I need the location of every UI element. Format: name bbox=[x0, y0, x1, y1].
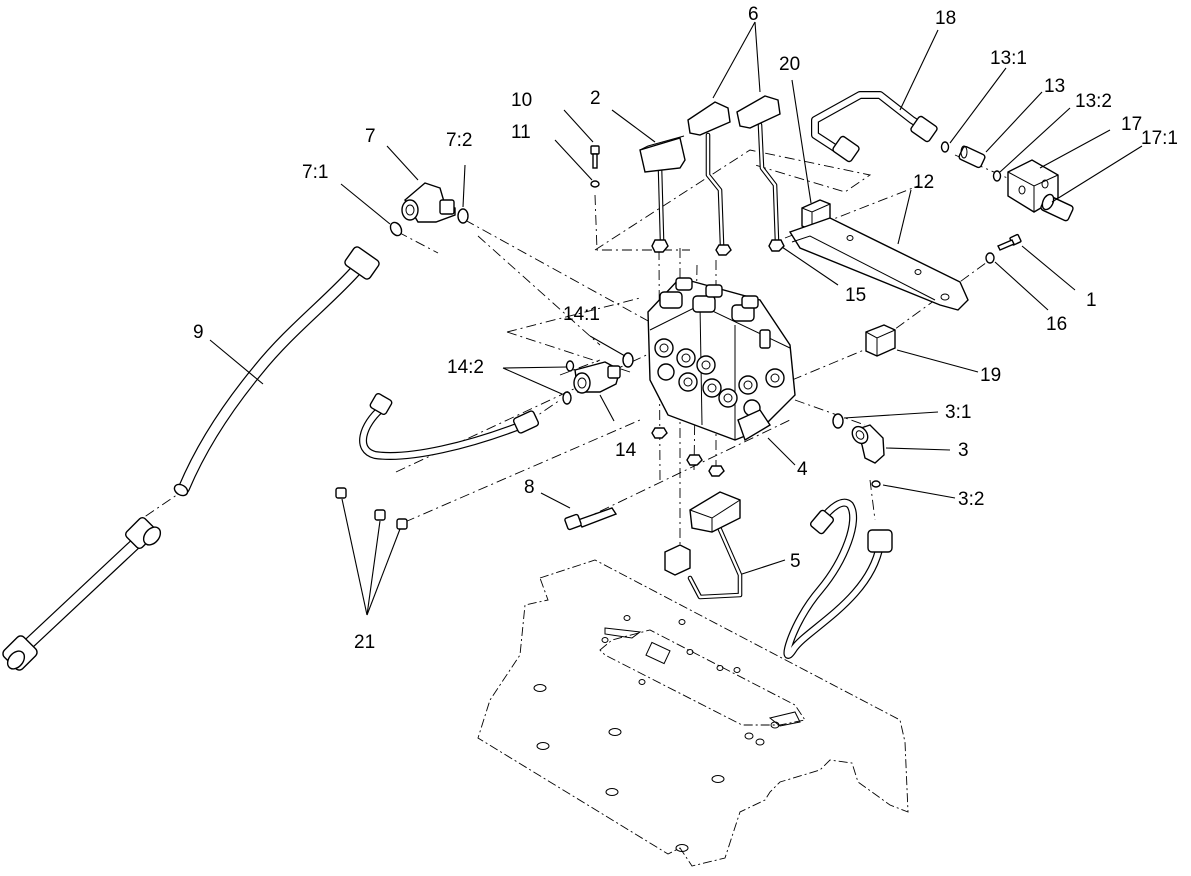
callout-20: 20 bbox=[779, 54, 800, 75]
callout-7-1: 7:1 bbox=[302, 162, 328, 183]
callout-11: 11 bbox=[511, 122, 531, 143]
part-2-handle bbox=[639, 135, 686, 243]
callout-14-2: 14:2 bbox=[447, 357, 484, 378]
part-11-washer bbox=[590, 180, 600, 188]
part-4-valve-body bbox=[647, 277, 796, 442]
part-8-bolt bbox=[564, 507, 618, 531]
callout-4: 4 bbox=[797, 459, 808, 480]
part-6-handle-right bbox=[736, 95, 781, 245]
part-6-handle-left bbox=[687, 101, 731, 248]
callout-3-2: 3:2 bbox=[958, 489, 984, 510]
callout-13: 13 bbox=[1044, 76, 1065, 97]
callout-6: 6 bbox=[748, 4, 759, 25]
callout-10: 10 bbox=[511, 90, 532, 111]
part-9-lower-tube bbox=[2, 516, 162, 671]
callout-5: 5 bbox=[790, 551, 801, 572]
callout-13-2: 13:2 bbox=[1075, 91, 1112, 112]
callout-16: 16 bbox=[1046, 314, 1067, 335]
callout-1: 1 bbox=[1086, 290, 1097, 311]
callout-3-1: 3:1 bbox=[945, 402, 971, 423]
callout-18: 18 bbox=[935, 8, 956, 29]
oring-3-2 bbox=[871, 480, 881, 488]
mounting-panel bbox=[477, 559, 909, 867]
part-7-elbow bbox=[401, 182, 456, 223]
part-16-washer bbox=[985, 252, 995, 264]
callout-13-1: 13:1 bbox=[990, 48, 1027, 69]
part-9-tube bbox=[173, 246, 380, 497]
callout-15: 15 bbox=[845, 285, 866, 306]
callout-21: 21 bbox=[354, 632, 375, 653]
assembly-centerlines bbox=[34, 149, 1013, 646]
callout-7: 7 bbox=[365, 126, 376, 147]
oring-7-1 bbox=[389, 221, 403, 237]
part-19-block bbox=[865, 324, 896, 357]
oring-3-1 bbox=[832, 413, 844, 429]
callout-14: 14 bbox=[615, 440, 637, 461]
callout-2: 2 bbox=[590, 88, 601, 109]
part-5-handle bbox=[664, 491, 743, 600]
part-13-adapter bbox=[958, 145, 986, 169]
callout-17: 17 bbox=[1121, 114, 1142, 135]
handle-nuts bbox=[651, 239, 785, 477]
part-18-tube bbox=[811, 91, 938, 163]
oring-14-2b bbox=[562, 391, 572, 405]
oring-13-1 bbox=[940, 141, 950, 153]
oring-7-2 bbox=[457, 208, 469, 224]
leader-lines bbox=[209, 21, 1143, 616]
callout-17-1: 17:1 bbox=[1141, 128, 1178, 149]
part-3-elbow bbox=[851, 424, 885, 464]
callout-3: 3 bbox=[958, 440, 969, 461]
part-21-plugs bbox=[335, 487, 408, 530]
callout-19: 19 bbox=[980, 365, 1001, 386]
part-12-bracket bbox=[788, 217, 969, 311]
callout-14-1: 14:1 bbox=[563, 304, 600, 325]
callout-8: 8 bbox=[524, 477, 535, 498]
callout-labels: 1 2 3 3:1 3:2 4 5 6 7 7:1 7:2 8 9 10 11 … bbox=[193, 4, 1178, 653]
callout-9: 9 bbox=[193, 322, 204, 343]
part-10-bolt bbox=[590, 145, 600, 169]
part-17-1-fitting bbox=[1040, 193, 1074, 222]
oring-14-1 bbox=[622, 352, 634, 368]
part-1-bolt bbox=[997, 233, 1022, 251]
callout-12: 12 bbox=[913, 172, 934, 193]
part-14-fitting bbox=[573, 361, 621, 394]
callout-7-2: 7:2 bbox=[446, 130, 472, 151]
hose-from-14 bbox=[359, 392, 540, 460]
oring-13-2 bbox=[992, 170, 1002, 182]
hose-from-3 bbox=[783, 498, 893, 659]
oring-14-2a bbox=[565, 360, 575, 372]
